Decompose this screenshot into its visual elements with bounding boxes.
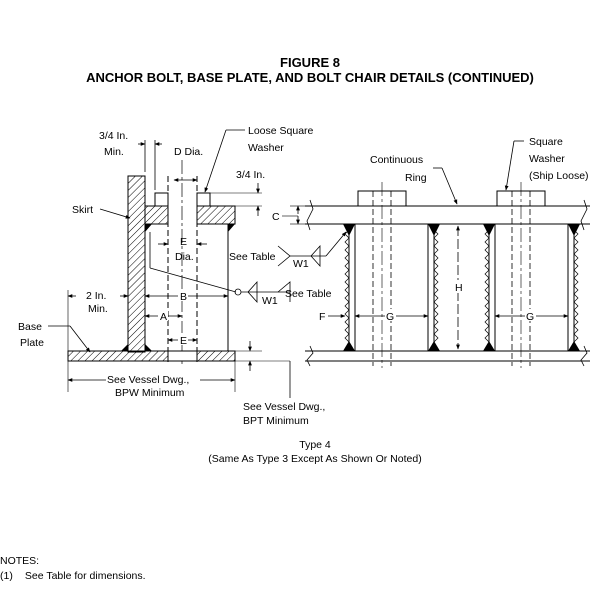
label-skirt: Skirt	[72, 204, 93, 216]
label-g-right: G	[526, 311, 534, 323]
label-b: B	[180, 291, 187, 303]
note-number: (1)	[0, 570, 13, 582]
label-c: C	[272, 211, 280, 223]
label-square-washer-line3: (Ship Loose)	[529, 170, 589, 182]
base-plate-left	[67, 350, 169, 362]
label-see-table-lower: See Table	[285, 288, 332, 300]
label-continuous-ring-line2: Ring	[405, 172, 427, 184]
label-bpw-line1: See Vessel Dwg.,	[107, 374, 189, 386]
skirt-wall	[127, 175, 146, 353]
label-square-washer-line1: Square	[529, 136, 563, 148]
label-g-left: G	[386, 311, 394, 323]
label-loose-washer-line1: Loose Square	[248, 125, 314, 137]
figure-subtitle: ANCHOR BOLT, BASE PLATE, AND BOLT CHAIR …	[86, 70, 534, 85]
note-text: See Table for dimensions.	[24, 570, 146, 582]
loose-washer-right	[196, 192, 211, 207]
base-plate-right	[196, 350, 236, 362]
label-see-table-upper: See Table	[229, 251, 276, 263]
label-34-gap: 3/4 In.	[236, 169, 265, 181]
label-e-dia-letter: E	[180, 236, 187, 248]
notes-heading: NOTES:	[0, 555, 40, 567]
label-base-plate-line1: Base	[18, 321, 42, 333]
label-w1-upper: W1	[293, 258, 309, 270]
figure-title: FIGURE 8	[280, 55, 340, 70]
label-f: F	[319, 311, 325, 323]
label-bpt-line2: BPT Minimum	[243, 415, 309, 427]
chair-top-plate-left	[144, 205, 169, 225]
label-34-min-line1: 3/4 In.	[99, 130, 128, 142]
note-item-1: (1) See Table for dimensions.	[0, 569, 146, 584]
label-bpw-line2: BPW Minimum	[115, 387, 185, 399]
label-2in-min-line1: 2 In.	[86, 290, 106, 302]
label-w1-lower: W1	[262, 295, 278, 307]
label-e-lower: E	[180, 335, 187, 347]
label-base-plate-line2: Plate	[20, 337, 44, 349]
label-loose-washer-line2: Washer	[248, 142, 284, 154]
label-34-min-line2: Min.	[104, 146, 124, 158]
label-bpt-line1: See Vessel Dwg.,	[243, 401, 325, 413]
label-2in-min-line2: Min.	[88, 303, 108, 315]
label-h: H	[455, 282, 463, 294]
notes-section: NOTES: (1) See Table for dimensions.	[0, 554, 146, 584]
label-continuous-ring-line1: Continuous	[370, 154, 423, 166]
label-a: A	[160, 311, 167, 323]
caption-note: (Same As Type 3 Except As Shown Or Noted…	[208, 453, 421, 465]
loose-washer-left	[154, 192, 169, 207]
section-view: 3/4 In. Min. Loose Square Washer D Dia. …	[18, 125, 332, 427]
label-square-washer-line2: Washer	[529, 153, 565, 165]
label-d-dia: D Dia.	[174, 146, 203, 158]
chair-top-plate-right	[196, 205, 236, 225]
caption-type: Type 4	[299, 439, 331, 451]
label-e-dia-word: Dia.	[175, 251, 194, 263]
elevation-view: C Continuous Ring Square Washer (Ship Lo…	[229, 136, 590, 368]
